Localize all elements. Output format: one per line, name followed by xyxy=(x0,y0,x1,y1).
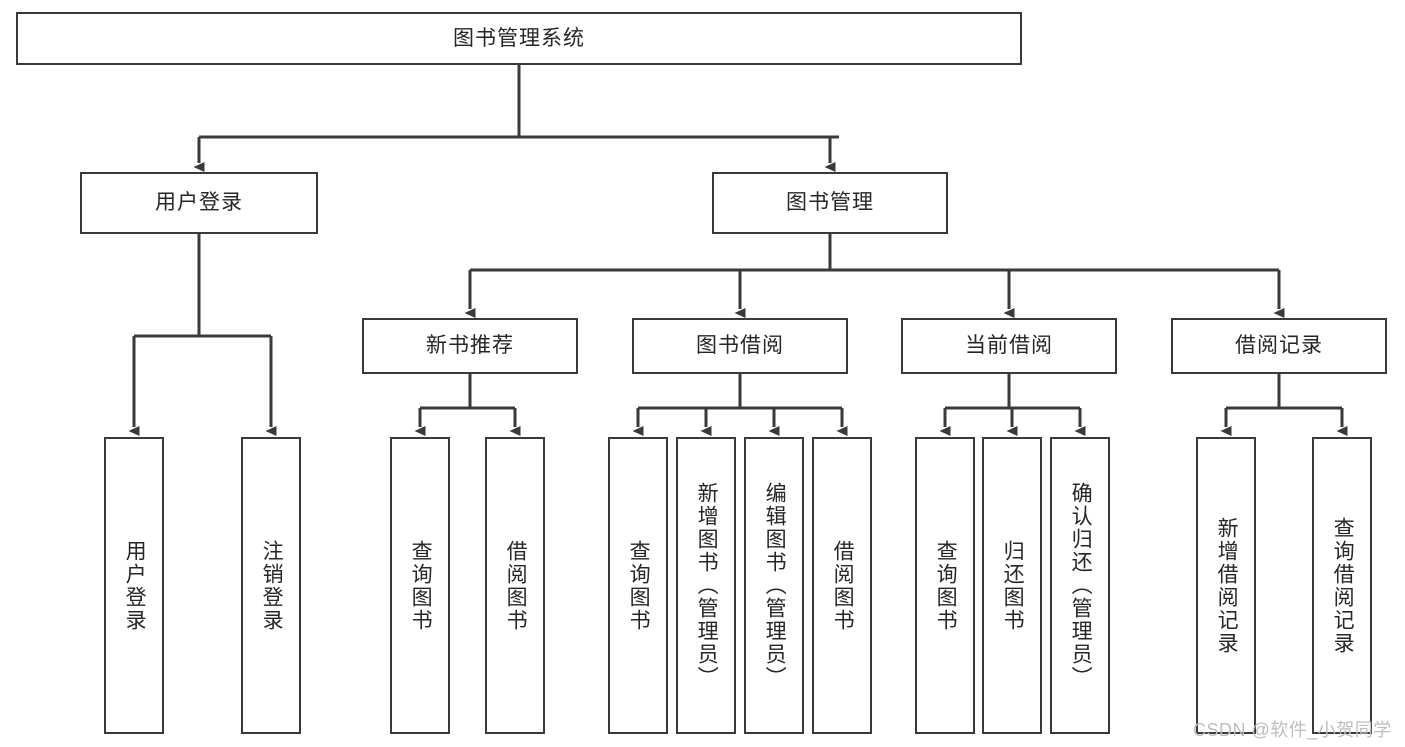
leaf-borrow-book-1[interactable]: 借阅图书 xyxy=(485,437,545,734)
leaf-logout-label: 注销登录 xyxy=(260,539,284,632)
node-root-label: 图书管理系统 xyxy=(453,26,585,50)
leaf-add-book-label: 新增图书（管理员） xyxy=(695,482,719,689)
leaf-return-book[interactable]: 归还图书 xyxy=(982,437,1042,734)
leaf-confirm-return-label: 确认归还（管理员） xyxy=(1069,482,1093,689)
leaf-edit-book[interactable]: 编辑图书（管理员） xyxy=(744,437,804,734)
node-user-login-label: 用户登录 xyxy=(155,191,243,215)
node-user-login[interactable]: 用户登录 xyxy=(80,172,318,234)
leaf-query-book-3-label: 查询图书 xyxy=(934,539,958,632)
node-book-manage-label: 图书管理 xyxy=(786,191,874,215)
leaf-add-book[interactable]: 新增图书（管理员） xyxy=(676,437,736,734)
leaf-user-login-label: 用户登录 xyxy=(123,539,147,632)
leaf-query-book-2-label: 查询图书 xyxy=(627,539,651,632)
node-book-borrow[interactable]: 图书借阅 xyxy=(632,318,848,374)
leaf-query-book-2[interactable]: 查询图书 xyxy=(608,437,668,734)
node-current-borrow-label: 当前借阅 xyxy=(965,334,1053,358)
leaf-query-record[interactable]: 查询借阅记录 xyxy=(1312,437,1372,734)
watermark: CSDN @软件_小贺同学 xyxy=(1193,720,1392,740)
leaf-query-book-1-label: 查询图书 xyxy=(409,539,433,632)
leaf-add-record-label: 新增借阅记录 xyxy=(1215,516,1239,655)
node-book-borrow-label: 图书借阅 xyxy=(696,334,784,358)
leaf-query-record-label: 查询借阅记录 xyxy=(1331,516,1355,655)
node-borrow-record[interactable]: 借阅记录 xyxy=(1171,318,1387,374)
leaf-confirm-return[interactable]: 确认归还（管理员） xyxy=(1050,437,1110,734)
node-borrow-record-label: 借阅记录 xyxy=(1235,334,1323,358)
leaf-query-book-1[interactable]: 查询图书 xyxy=(390,437,450,734)
leaf-query-book-3[interactable]: 查询图书 xyxy=(915,437,975,734)
leaf-edit-book-label: 编辑图书（管理员） xyxy=(763,482,787,689)
node-current-borrow[interactable]: 当前借阅 xyxy=(901,318,1117,374)
leaf-user-login[interactable]: 用户登录 xyxy=(104,437,164,734)
node-new-book-recommend-label: 新书推荐 xyxy=(426,334,514,358)
leaf-borrow-book-2-label: 借阅图书 xyxy=(831,539,855,632)
leaf-logout[interactable]: 注销登录 xyxy=(241,437,301,734)
leaf-add-record[interactable]: 新增借阅记录 xyxy=(1196,437,1256,734)
leaf-borrow-book-1-label: 借阅图书 xyxy=(504,539,528,632)
leaf-borrow-book-2[interactable]: 借阅图书 xyxy=(812,437,872,734)
node-root[interactable]: 图书管理系统 xyxy=(16,12,1022,65)
node-new-book-recommend[interactable]: 新书推荐 xyxy=(362,318,578,374)
node-book-manage[interactable]: 图书管理 xyxy=(712,172,948,234)
leaf-return-book-label: 归还图书 xyxy=(1001,539,1025,632)
